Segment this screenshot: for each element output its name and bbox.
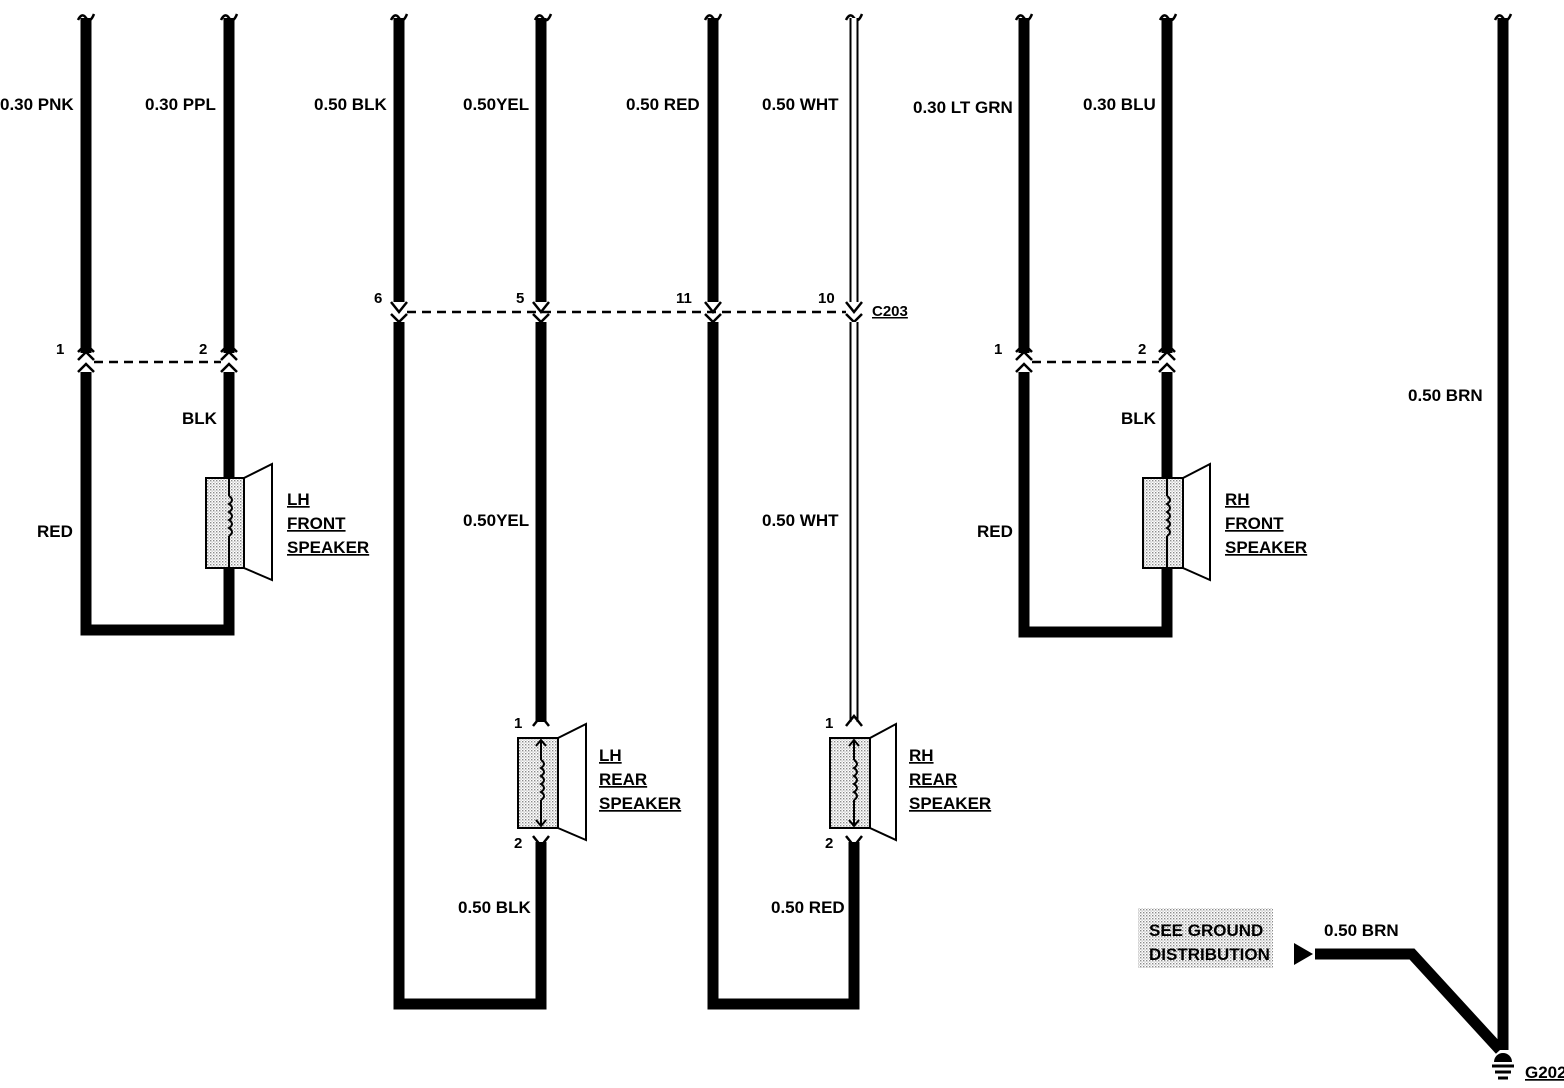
connector-c203-label: C203 <box>872 303 908 320</box>
wire-label: 0.30 LT GRN <box>913 98 1013 117</box>
pin-label: 2 <box>825 835 833 852</box>
wire-label: RED <box>977 522 1013 541</box>
wire-label: RED <box>37 522 73 541</box>
ground-icon <box>1492 1053 1514 1080</box>
component-label-rh-front: SPEAKER <box>1225 538 1307 557</box>
ground-circuit <box>1138 18 1514 1080</box>
wire-label: 0.50 BRN <box>1408 386 1483 405</box>
wire-label: 0.30 PPL <box>145 95 216 114</box>
wire-label: BLK <box>1121 409 1157 428</box>
ground-point-label: G202 <box>1525 1063 1564 1082</box>
component-label-lh-front: FRONT <box>287 514 346 533</box>
wire-labels: 0.30 PNK 0.30 PPL 0.50 BLK 0.50YEL 0.50 … <box>0 95 1483 940</box>
component-label-rh-front: FRONT <box>1225 514 1284 533</box>
pin-label: 2 <box>1138 341 1146 358</box>
pin-label: 1 <box>56 341 64 358</box>
wire-label: 0.50 BLK <box>458 898 531 917</box>
wire-label: 0.30 PNK <box>0 95 74 114</box>
wire-label: 0.50 RED <box>626 95 700 114</box>
wire-label: BLK <box>182 409 218 428</box>
component-label-lh-rear: LH <box>599 746 622 765</box>
component-label-rh-rear: SPEAKER <box>909 794 991 813</box>
speaker-icon <box>205 462 273 582</box>
wire-label: 0.50YEL <box>463 511 529 530</box>
rear-circuits: 6 5 11 10 C203 1 2 1 2 <box>374 18 908 1010</box>
component-label-lh-rear: REAR <box>599 770 647 789</box>
component-label-rh-front: RH <box>1225 490 1250 509</box>
ground-reference-label: DISTRIBUTION <box>1149 945 1270 964</box>
wire-label: 0.50YEL <box>463 95 529 114</box>
speaker-icon <box>517 722 587 842</box>
wire-label: 0.50 WHT <box>762 95 839 114</box>
pin-label: 5 <box>516 290 524 307</box>
component-label-rh-rear: REAR <box>909 770 957 789</box>
break-marks <box>76 13 1513 22</box>
wire-label: 0.50 WHT <box>762 511 839 530</box>
pin-label: 6 <box>374 290 382 307</box>
pin-label: 2 <box>199 341 207 358</box>
wire-label: 0.50 RED <box>771 898 845 917</box>
ground-reference-label: SEE GROUND <box>1149 921 1263 940</box>
component-label-rh-rear: RH <box>909 746 934 765</box>
pin-label: 1 <box>825 715 833 732</box>
rh-front-circuit: 1 2 <box>994 18 1211 638</box>
component-label-lh-front: SPEAKER <box>287 538 369 557</box>
speaker-icon <box>829 722 897 842</box>
component-label-lh-rear: SPEAKER <box>599 794 681 813</box>
pin-label: 10 <box>818 290 835 307</box>
pin-label: 11 <box>676 290 692 307</box>
pin-label: 1 <box>994 341 1002 358</box>
lh-front-circuit: 1 2 <box>56 18 273 636</box>
wire-label: 0.30 BLU <box>1083 95 1156 114</box>
pin-label: 2 <box>514 835 522 852</box>
arrow-icon <box>1294 943 1313 965</box>
wire-label: 0.50 BRN <box>1324 921 1399 940</box>
pin-label: 1 <box>514 715 522 732</box>
wire-label: 0.50 BLK <box>314 95 387 114</box>
component-labels: LH FRONT SPEAKER RH FRONT SPEAKER LH REA… <box>287 490 1564 1082</box>
component-label-lh-front: LH <box>287 490 310 509</box>
speaker-icon <box>1142 462 1211 582</box>
